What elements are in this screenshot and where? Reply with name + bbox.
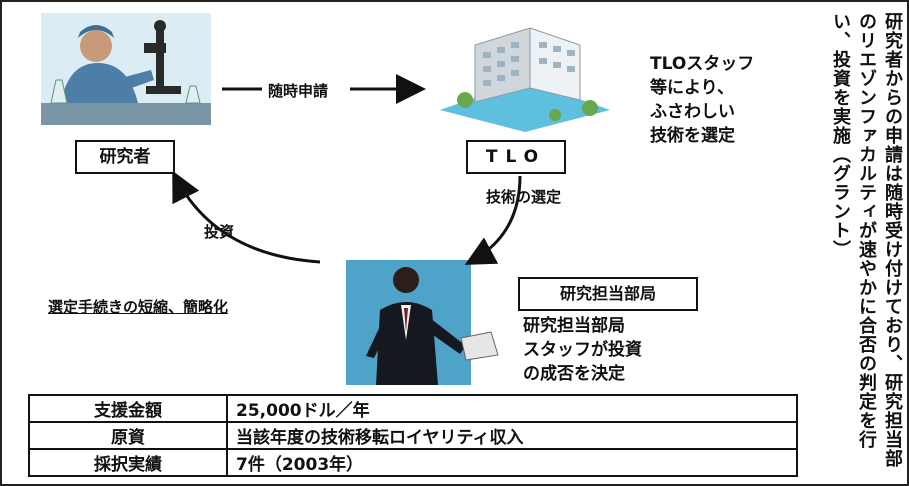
tlo-label: TLO [466, 140, 566, 174]
side-note: 研究者からの申請は随時受け付けており、研究担当部のリエゾンファカルティが速やかに… [830, 12, 903, 468]
invest-arrow [172, 170, 321, 264]
info-table: 支援金額 25,000ドル／年 原資 当該年度の技術移転ロイヤリティ収入 採択実… [28, 394, 798, 477]
department-label: 研究担当部局 [518, 277, 698, 311]
table-key: 支援金額 [28, 394, 228, 423]
invest-label: 投資 [204, 223, 235, 241]
table-key: 原資 [28, 421, 228, 450]
tlo-description: TLOスタッフ 等により、 ふさわしい 技術を選定 [650, 54, 755, 146]
office-building-icon [440, 27, 610, 132]
selection-label: 技術の選定 [486, 188, 562, 206]
shortening-label: 選定手続きの短縮、簡略化 [48, 298, 229, 316]
researcher-microscope-icon [41, 13, 211, 125]
department-description: 研究担当部局 スタッフが投資 の成否を決定 [523, 316, 642, 384]
table-row: 支援金額 25,000ドル／年 [28, 394, 798, 423]
selection-arrow [464, 175, 522, 265]
table-value: 当該年度の技術移転ロイヤリティ収入 [226, 421, 798, 450]
researcher-label: 研究者 [75, 140, 175, 174]
businessman-icon [346, 260, 499, 385]
apply-label: 随時申請 [268, 82, 329, 100]
table-row: 採択実績 7件（2003年） [28, 448, 798, 477]
table-value: 25,000ドル／年 [226, 394, 798, 423]
table-key: 採択実績 [28, 448, 228, 477]
table-value: 7件（2003年） [226, 448, 798, 477]
table-row: 原資 当該年度の技術移転ロイヤリティ収入 [28, 421, 798, 450]
